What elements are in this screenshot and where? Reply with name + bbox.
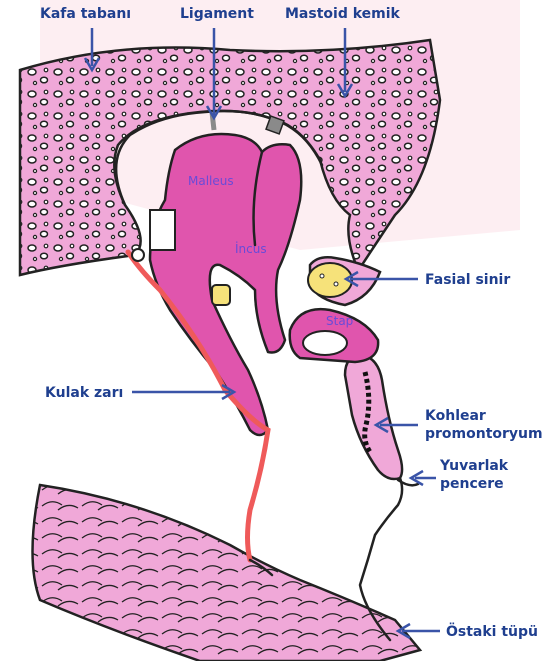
label-kohlear-2: promontoryum: [425, 426, 543, 442]
label-kulak-zari-group: Kulak zarı: [45, 385, 234, 401]
label-malleus: Malleus: [188, 174, 234, 188]
label-yuvarlak-group: Yuvarlak pencere: [411, 458, 509, 492]
tensor-tendon: [212, 285, 230, 305]
stapes-foramen: [303, 331, 347, 355]
label-incus: İncus: [235, 241, 267, 256]
label-stap: Stap: [326, 314, 353, 328]
cochlear-promontory: [345, 355, 402, 479]
label-yuvarlak-1: Yuvarlak: [439, 458, 509, 474]
label-ligament: Ligament: [180, 6, 254, 22]
label-kohlear-1: Kohlear: [425, 408, 486, 424]
label-yuvarlak-2: pencere: [440, 476, 504, 492]
label-kohlear-group: Kohlear promontoryum: [376, 408, 543, 442]
label-ostaki-group: Östaki tüpü: [398, 622, 538, 640]
label-mastoid-kemik: Mastoid kemik: [285, 6, 401, 22]
label-ostaki-tupu: Östaki tüpü: [446, 622, 538, 640]
attic-wall-strip: [150, 210, 175, 250]
label-fasial-sinir: Fasial sinir: [425, 272, 510, 288]
label-kulak-zari: Kulak zarı: [45, 385, 123, 401]
label-kafa-tabani: Kafa tabanı: [40, 6, 131, 22]
membrane-top-anchor: [132, 249, 144, 261]
eustachian-tube-wall: [33, 485, 421, 661]
